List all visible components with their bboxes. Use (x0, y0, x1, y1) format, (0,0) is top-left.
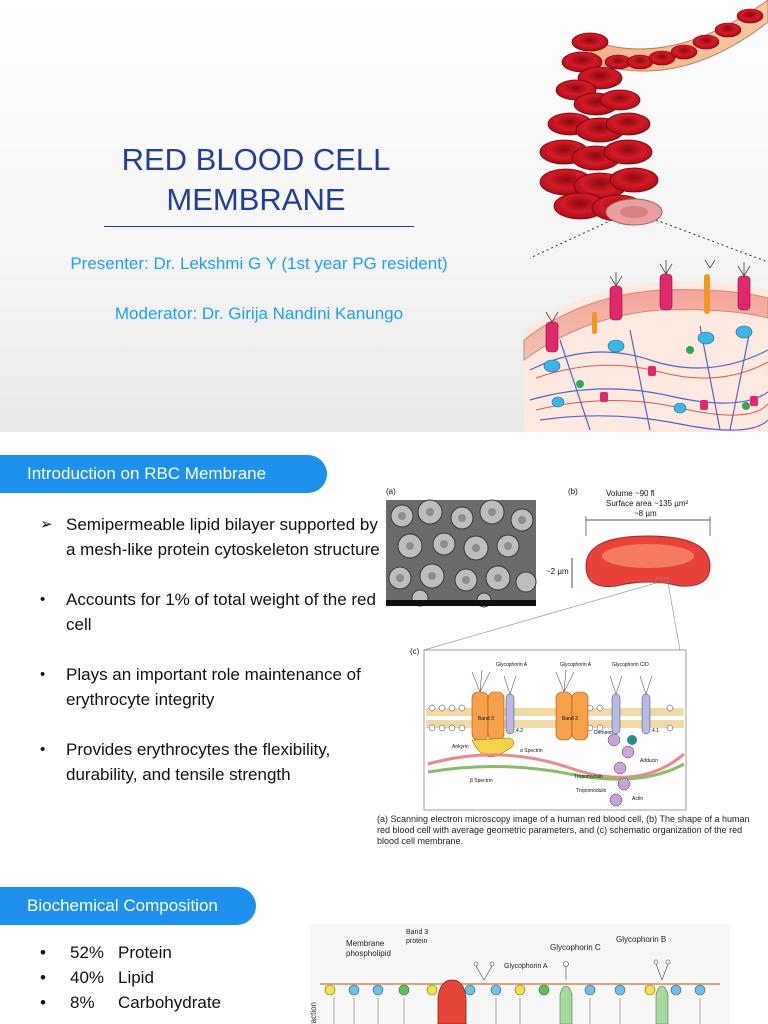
thickness-label: ~2 µm (546, 567, 569, 576)
actin-label: Actin (632, 796, 643, 802)
list-item: • 8% Carbohydrate (40, 990, 221, 1015)
beta-spectrin-label: β Spectrin (470, 778, 493, 784)
bullet-icon: • (40, 943, 46, 962)
presenter-text: Presenter: Dr. Lekshmi G Y (1st year PG … (70, 254, 448, 273)
bullet-icon: • (40, 741, 46, 758)
bullet-text: Accounts for 1% of total weight of the r… (66, 590, 376, 634)
bullet-text: Provides erythrocytes the flexibility, d… (66, 740, 331, 784)
slide-title: RED BLOOD CELL MEMBRANE (100, 140, 412, 220)
tropomodulin-label: Tropomodulin (576, 788, 607, 794)
membrane-composition-figure: raction Membrane phospholipid Band 3 pro… (310, 924, 730, 1024)
ankyrin-label: Ankyrin (452, 744, 469, 750)
dematin-label: Dematin (594, 730, 613, 736)
alpha-spectrin-label: α Spectrin (520, 748, 543, 754)
band3-label-1: Band 3 (478, 716, 494, 722)
bullet-text: Semipermeable lipid bilayer supported by… (66, 515, 380, 559)
list-item: • 52% Protein (40, 940, 221, 965)
composition-list: • 52% Protein • 40% Lipid • 8% Carbohydrate (40, 940, 221, 1015)
biochemical-slide: Biochemical Composition • 52% Protein • 40%… (0, 880, 768, 1024)
title-underline (104, 226, 414, 227)
glycophorin-a-label-1: Glycophorin A (496, 662, 528, 668)
diameter-label: ~8 µm (634, 509, 657, 518)
figure-caption: (a) Scanning electron microscopy image o… (377, 814, 750, 846)
list-item: • Accounts for 1% of total weight of the… (40, 587, 380, 637)
list-item: • Plays an important role maintenance of… (40, 662, 380, 712)
glycophorin-c-label: Glycophorin C (550, 943, 601, 952)
composition-percent: 40% (70, 968, 105, 987)
adducin-label: Adducin (640, 758, 658, 764)
arrow-bullet-icon: ➢ (40, 516, 53, 533)
bullet-icon: • (40, 591, 46, 608)
bullet-icon: • (40, 968, 46, 987)
composition-percent: 52% (70, 943, 105, 962)
composition-name: Carbohydrate (118, 993, 222, 1012)
rbc-structure-figure: (a) (b) Volume ~90 fl Surface area ~135 … (386, 487, 711, 811)
panel-c-label: (c) (410, 647, 420, 656)
phospholipid-label: phospholipid (346, 949, 391, 958)
rbc-stack-illustration (523, 0, 768, 432)
band41-label: 4.1 (652, 728, 659, 734)
membrane-label: Membrane (346, 939, 385, 948)
title-line-2: MEMBRANE (166, 182, 346, 217)
moderator-text: Moderator: Dr. Girija Nandini Kanungo (114, 304, 404, 323)
bullet-text: Plays an important role maintenance of e… (66, 665, 361, 709)
band42-label: 4.2 (516, 728, 523, 734)
glycophorin-b-label: Glycophorin B (616, 935, 666, 944)
list-item: • 40% Lipid (40, 965, 221, 990)
surface-area-label: Surface area ~135 µm² (606, 499, 689, 508)
glycophorin-cd-label: Glycophorin C/D (612, 662, 649, 668)
list-item: • Provides erythrocytes the flexibility,… (40, 737, 380, 787)
list-item: ➢ Semipermeable lipid bilayer supported … (40, 512, 380, 562)
intro-slide: Introduction on RBC Membrane ➢ Semiperme… (0, 440, 768, 880)
bullet-icon: • (40, 993, 46, 1012)
biochemical-heading: Biochemical Composition (0, 887, 256, 925)
composition-percent: 8% (70, 993, 95, 1012)
glycophorin-a-label-2: Glycophorin A (560, 662, 592, 668)
composition-name: Protein (118, 943, 172, 962)
title-line-1: RED BLOOD CELL (121, 142, 391, 177)
band3-protein-label: Band 3 (406, 929, 428, 936)
band3-label-2: Band 3 (562, 716, 578, 722)
intro-bullet-list: ➢ Semipermeable lipid bilayer supported … (40, 512, 380, 812)
tropomyosin-label: Tropomyosin (574, 774, 603, 780)
panel-a-label: (a) (386, 487, 396, 496)
bullet-icon: • (40, 666, 46, 683)
volume-label: Volume ~90 fl (606, 489, 655, 498)
glycophorin-a-label: Glycophorin A (504, 963, 548, 970)
title-slide: RED BLOOD CELL MEMBRANE Presenter: Dr. L… (0, 0, 768, 432)
intro-heading: Introduction on RBC Membrane (0, 455, 327, 493)
panel-b-label: (b) (568, 487, 578, 496)
composition-name: Lipid (118, 968, 154, 987)
axis-label: raction (310, 1002, 318, 1024)
band3-protein-label-2: protein (406, 938, 428, 945)
